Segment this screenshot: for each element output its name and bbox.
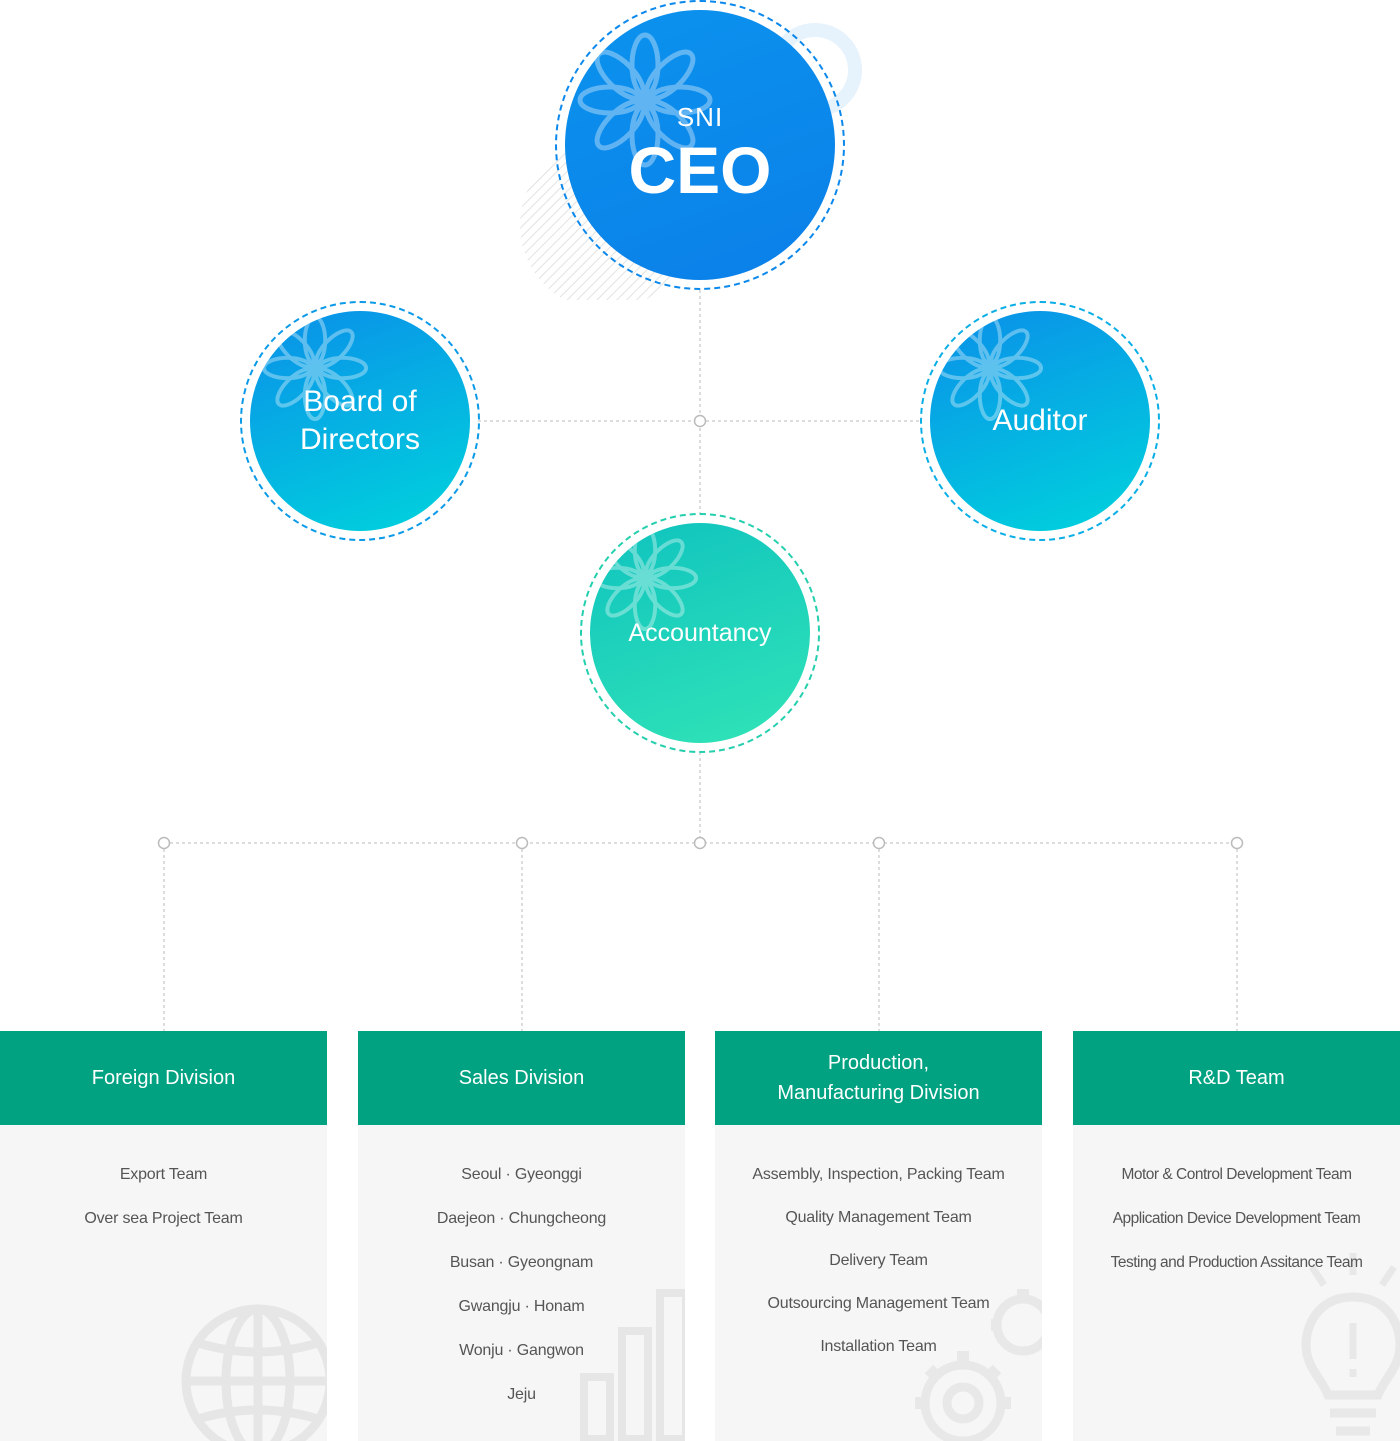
- sales-division-header: Sales Division: [358, 1031, 685, 1125]
- auditor-node: Auditor: [930, 311, 1150, 531]
- team-list: Export Team Over sea Project Team: [0, 1125, 327, 1241]
- division-title-line1: Production,: [827, 1052, 930, 1074]
- auditor-dashed-ring: [920, 301, 1160, 541]
- ceo-title: CEO: [628, 132, 772, 207]
- junction-dot: [693, 836, 707, 850]
- production-division-header: Production, Manufacturing Division: [715, 1031, 1042, 1125]
- accountancy-dashed-ring: [580, 513, 820, 753]
- team-list: Seoul · Gyeonggi Daejeon · Chungcheong B…: [358, 1125, 685, 1417]
- team-item: Over sea Project Team: [84, 1210, 243, 1227]
- team-item: Installation Team: [820, 1338, 937, 1355]
- bar-chart-icon: [580, 1289, 685, 1441]
- team-item: Quality Management Team: [785, 1209, 972, 1226]
- team-item: Delivery Team: [829, 1252, 928, 1269]
- board-of-directors-node: Board of Directors: [250, 311, 470, 531]
- foreign-division-header: Foreign Division: [0, 1031, 327, 1125]
- flower-watermark-icon: [577, 32, 713, 168]
- sales-division-panel: Seoul · Gyeonggi Daejeon · Chungcheong B…: [358, 1125, 685, 1441]
- team-list: Motor & Control Development Team Applica…: [1073, 1125, 1400, 1285]
- board-label-line1: Board of: [303, 385, 417, 418]
- rnd-team-header: R&D Team: [1073, 1031, 1400, 1125]
- globe-icon: [181, 1304, 327, 1441]
- team-item: Wonju · Gangwon: [459, 1342, 584, 1359]
- junction-dot: [515, 836, 529, 850]
- auditor-label: Auditor: [992, 404, 1088, 437]
- team-item: Application Device Development Team: [1112, 1210, 1361, 1227]
- team-item: Busan · Gyeongnam: [449, 1254, 594, 1271]
- team-item: Testing and Production Assitance Team: [1110, 1254, 1363, 1271]
- division-title: Sales Division: [458, 1067, 585, 1089]
- rnd-team-panel: Motor & Control Development Team Applica…: [1073, 1125, 1400, 1441]
- team-item: Gwangju · Honam: [458, 1298, 585, 1315]
- gear-icon: [915, 1289, 1042, 1441]
- ceo-dashed-ring: [555, 0, 845, 290]
- team-item: Outsourcing Management Team: [767, 1295, 990, 1312]
- junction-dot: [157, 836, 171, 850]
- flower-watermark-icon: [261, 314, 369, 422]
- accountancy-label: Accountancy: [628, 619, 772, 647]
- division-title-line2: Manufacturing Division: [777, 1082, 980, 1104]
- board-label-line2: Directors: [299, 423, 420, 456]
- flower-watermark-icon: [591, 524, 699, 632]
- team-item: Jeju: [507, 1386, 536, 1403]
- team-item: Daejeon · Chungcheong: [436, 1210, 607, 1227]
- junction-dot: [693, 414, 707, 428]
- team-item: Assembly, Inspection, Packing Team: [752, 1166, 1005, 1183]
- ceo-node: SNI CEO: [565, 10, 835, 280]
- lightbulb-icon: [1301, 1253, 1400, 1436]
- division-title: R&D Team: [1188, 1067, 1285, 1089]
- production-division-panel: Assembly, Inspection, Packing Team Quali…: [715, 1125, 1042, 1441]
- team-item: Motor & Control Development Team: [1121, 1166, 1352, 1183]
- team-item: Seoul · Gyeonggi: [461, 1166, 582, 1183]
- foreign-division-panel: Export Team Over sea Project Team: [0, 1125, 327, 1441]
- junction-dot: [1230, 836, 1244, 850]
- junction-dot: [872, 836, 886, 850]
- division-title: Foreign Division: [91, 1067, 236, 1089]
- team-list: Assembly, Inspection, Packing Team Quali…: [715, 1125, 1042, 1368]
- ceo-prefix: SNI: [676, 101, 724, 132]
- flower-watermark-icon: [936, 314, 1044, 422]
- team-item: Export Team: [119, 1166, 208, 1183]
- accountancy-node: Accountancy: [590, 523, 810, 743]
- board-dashed-ring: [240, 301, 480, 541]
